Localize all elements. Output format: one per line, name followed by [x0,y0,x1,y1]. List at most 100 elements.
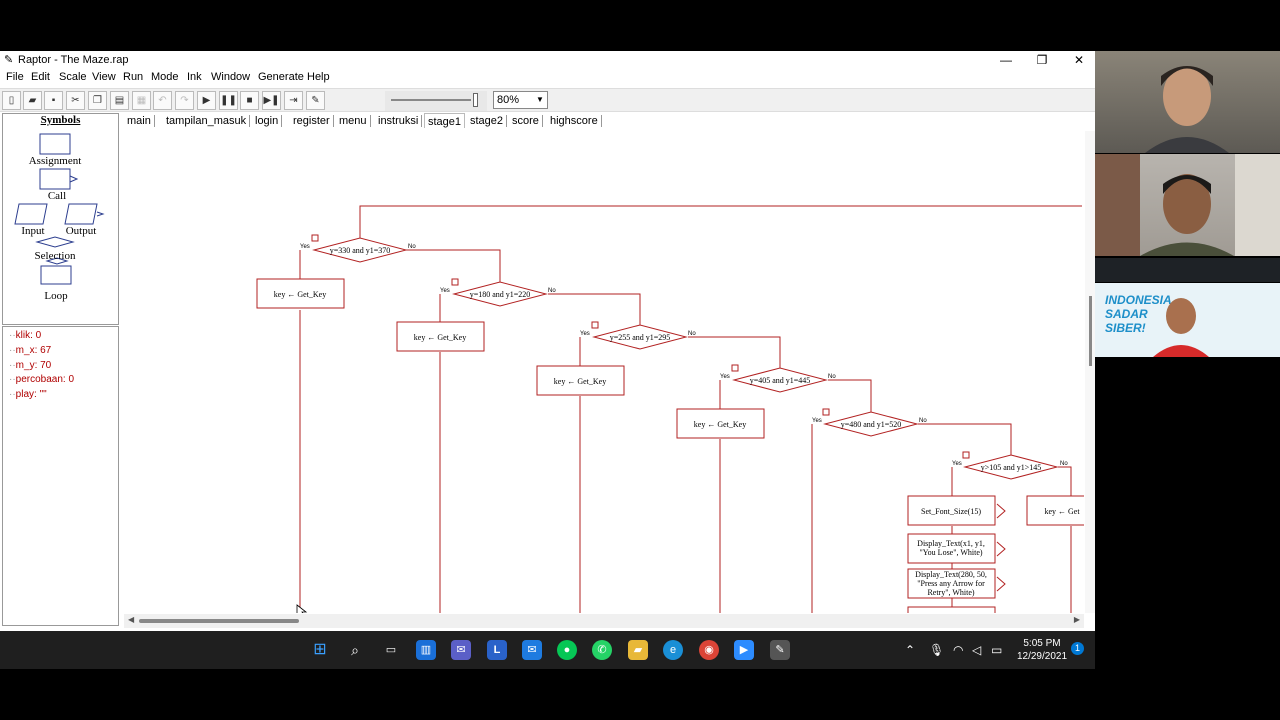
tab-highscore[interactable]: highscore [547,115,602,127]
collapse-icon[interactable] [591,321,599,329]
tab-stage1[interactable]: stage1 [424,113,466,128]
menu-help[interactable]: Help [307,71,330,83]
selection-symbol-icon[interactable] [35,236,75,248]
task-view-icon[interactable]: ▭ [385,644,397,656]
zoom-select[interactable]: 80% ▼ [493,91,548,109]
assignment-symbol-icon[interactable] [39,133,71,155]
minimize-button[interactable]: — [1000,53,1012,67]
menu-scale[interactable]: Scale [59,71,87,83]
banner-text: INDONESIA SADAR SIBER! [1105,293,1172,335]
call-box[interactable] [907,606,996,613]
search-icon[interactable]: ⌕ [351,642,359,658]
call-box[interactable] [907,568,996,599]
tab-tampilan-masuk[interactable]: tampilan_masuk [163,115,251,127]
menu-ink[interactable]: Ink [187,71,202,83]
save-icon[interactable]: ▪ [44,91,63,110]
menu-view[interactable]: View [92,71,116,83]
file-explorer-icon[interactable]: ▰ [628,640,648,660]
copy-icon[interactable]: ❐ [88,91,107,110]
scroll-thumb[interactable] [1089,296,1092,366]
pen-icon[interactable]: ✎ [306,91,325,110]
horizontal-scrollbar[interactable]: ◀ ▶ [124,614,1084,628]
teams-chat-icon[interactable]: ✉ [451,640,471,660]
pause-icon[interactable]: ❚❚ [219,91,238,110]
assignment-box[interactable] [256,278,345,309]
call-box[interactable] [907,495,996,526]
menu-generate[interactable]: Generate [258,71,304,83]
condition-1: y=330 and y1=370 [330,246,391,255]
whatsapp-icon[interactable]: ✆ [592,640,612,660]
step-into-icon[interactable]: ⇥ [284,91,303,110]
vertical-scrollbar[interactable] [1085,131,1095,613]
chevron-up-icon[interactable]: ⌃ [905,643,916,657]
input-symbol-icon[interactable] [14,203,48,225]
tab-register[interactable]: register [290,115,334,127]
assignment-box[interactable] [396,321,485,352]
line-icon[interactable]: ● [557,640,577,660]
decision-5[interactable] [823,411,919,437]
wifi-icon[interactable]: ◠ [953,643,964,657]
speed-slider[interactable] [385,91,487,111]
scroll-thumb[interactable] [139,619,299,623]
call-symbol-icon[interactable] [39,168,71,190]
paste-icon[interactable]: ▤ [110,91,129,110]
open-folder-icon[interactable]: ▰ [23,91,42,110]
close-button[interactable]: ✕ [1073,53,1085,67]
tab-login[interactable]: login [252,115,283,127]
undo-icon[interactable]: ↶ [153,91,172,110]
decision-6[interactable] [963,454,1059,480]
tab-score[interactable]: score [509,115,543,127]
assignment-box[interactable] [536,365,625,396]
flowchart-canvas[interactable]: y=330 and y1=370 y=180 and y1=220 y=255 … [124,131,1084,613]
notification-badge[interactable]: 1 [1071,642,1084,655]
stop-icon[interactable]: ■ [240,91,259,110]
system-clock[interactable]: 5:05 PM 12/29/2021 [1012,637,1072,663]
menu-window[interactable]: Window [211,71,251,83]
scroll-right-icon[interactable]: ▶ [1073,615,1080,624]
collapse-icon[interactable] [731,364,739,372]
slider-thumb[interactable] [473,93,478,107]
step-icon[interactable]: ▶❚ [262,91,281,110]
redo-icon[interactable]: ↷ [175,91,194,110]
collapse-icon[interactable] [451,278,459,286]
microphone-icon[interactable]: 🎙 [929,643,945,657]
assignment-box[interactable] [676,408,765,439]
zoom-icon[interactable]: ▶ [734,640,754,660]
battery-icon[interactable]: ▭ [991,643,1003,657]
menu-mode[interactable]: Mode [151,71,179,83]
tab-stage2[interactable]: stage2 [467,115,508,127]
call-arrows [996,503,1006,592]
tab-main[interactable]: main [124,115,155,127]
menu-run[interactable]: Run [123,71,144,83]
loop-symbol-icon[interactable] [40,265,72,285]
new-file-icon[interactable]: ▯ [2,91,21,110]
print-icon[interactable]: ▦ [132,91,151,110]
start-icon[interactable]: ⊞ [313,641,327,658]
decision-2[interactable] [452,281,548,307]
decision-4[interactable] [732,367,828,393]
collapse-icon[interactable] [311,234,319,242]
menu-edit[interactable]: Edit [31,71,50,83]
l-app-icon[interactable]: L [487,640,507,660]
mail-icon[interactable]: ✉ [522,640,542,660]
menu-file[interactable]: File [6,71,24,83]
assignment-box[interactable] [1026,495,1084,526]
collapse-icon[interactable] [822,408,830,416]
chevron-down-icon[interactable]: ▼ [536,95,544,104]
restore-button[interactable]: ❐ [1036,53,1048,67]
raptor-taskbar-icon[interactable]: ✎ [770,640,790,660]
cut-icon[interactable]: ✂ [66,91,85,110]
scroll-left-icon[interactable]: ◀ [128,615,135,624]
edge-icon[interactable]: e [663,640,683,660]
tab-instruksi[interactable]: instruksi [375,115,423,127]
decision-1[interactable] [312,237,408,263]
tab-menu[interactable]: menu [336,115,371,127]
decision-3[interactable] [592,324,688,350]
chrome-icon[interactable]: ◉ [699,640,719,660]
collapse-icon[interactable] [962,451,970,459]
speaker-icon[interactable]: ◁ [972,643,982,657]
output-symbol-icon[interactable] [64,203,98,225]
run-icon[interactable]: ▶ [197,91,216,110]
call-box[interactable] [907,533,996,564]
widgets-icon[interactable]: ▥ [416,640,436,660]
